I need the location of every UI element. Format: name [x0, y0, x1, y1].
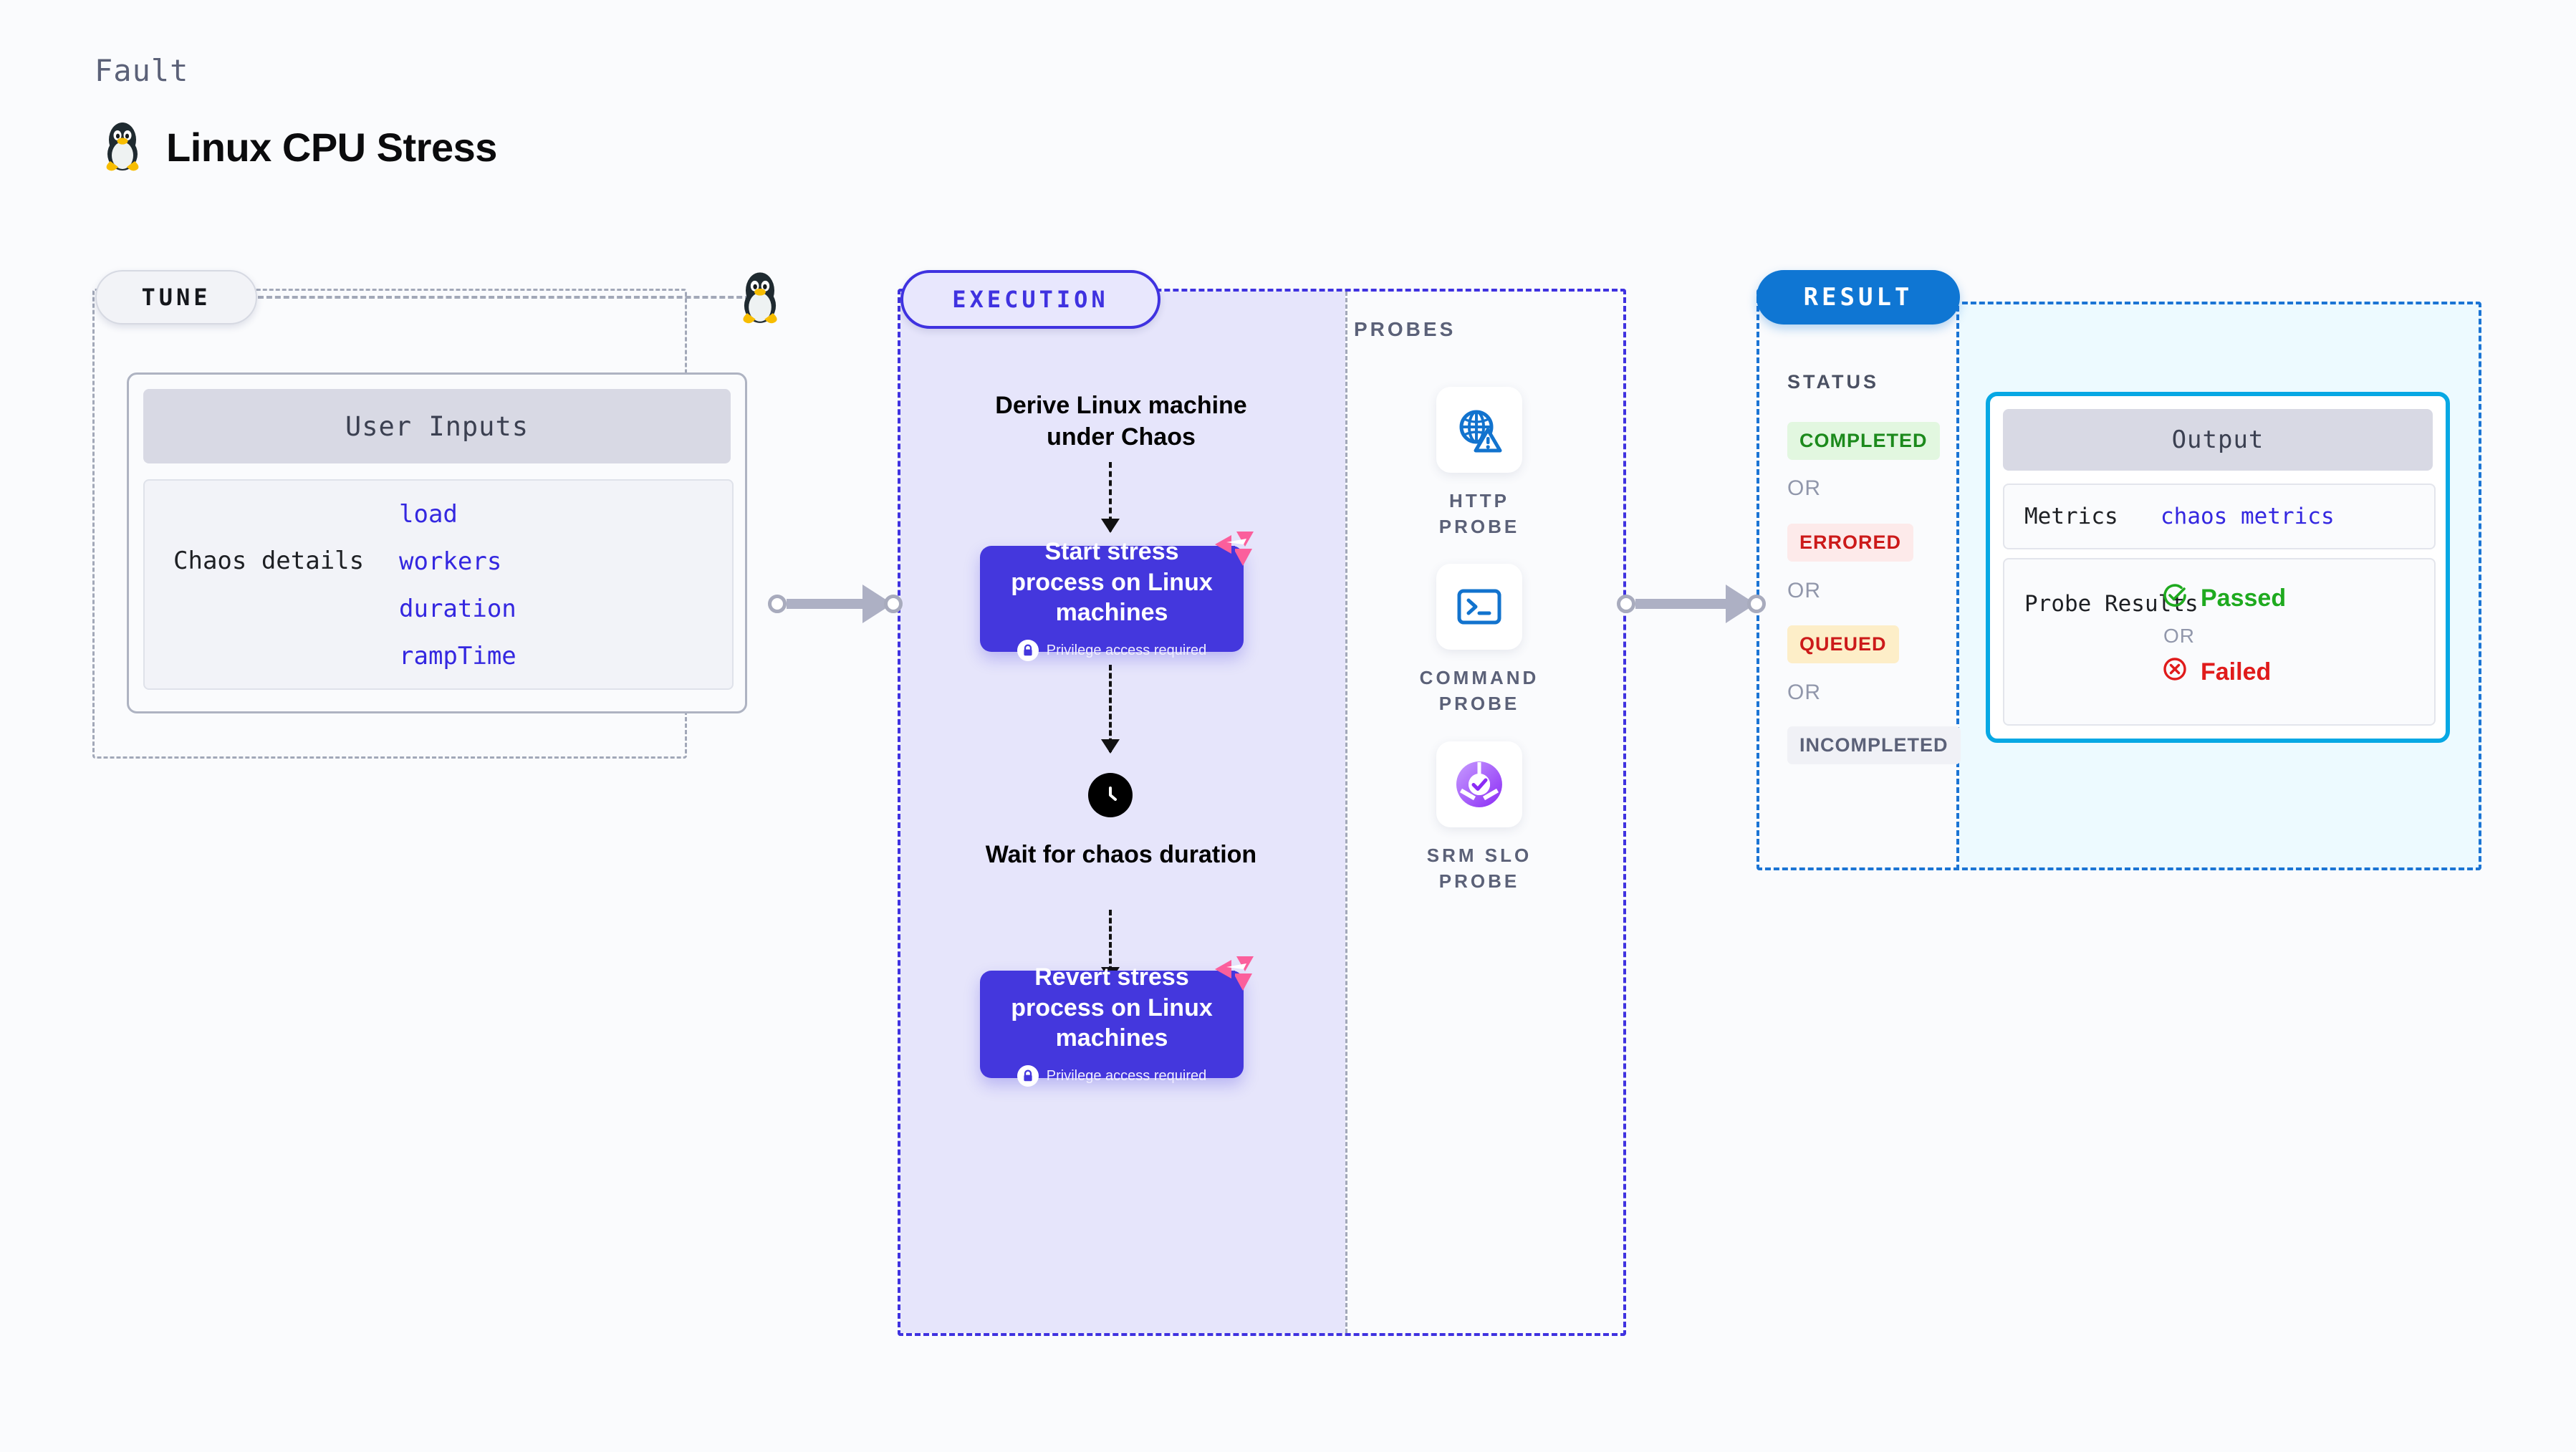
linux-penguin-icon	[736, 268, 784, 325]
passed-label: Passed	[2201, 585, 2287, 612]
page-title-row: Linux CPU Stress	[100, 118, 497, 176]
user-inputs-card: User Inputs Chaos details load workers d…	[127, 372, 747, 713]
output-card: Output Metrics chaos metrics Probe Resul…	[1986, 392, 2450, 743]
execution-step-wait-label: Wait for chaos duration	[985, 841, 1257, 868]
privilege-note: Privilege access required	[1017, 640, 1207, 662]
probe-label: HTTP PROBE	[1438, 490, 1520, 537]
failed-label: Failed	[2201, 658, 2272, 686]
metrics-row: Metrics chaos metrics	[2003, 484, 2436, 549]
lock-icon	[1017, 1065, 1039, 1087]
chaos-details-box: Chaos details load workers duration ramp…	[143, 479, 734, 690]
status-badge-errored: ERRORED	[1787, 524, 1914, 562]
execution-task-revert-stress[interactable]: Revert stress process on Linux machines …	[980, 956, 1254, 1087]
status-badge-queued: QUEUED	[1787, 625, 1899, 663]
tune-stage-pill[interactable]: TUNE	[95, 270, 257, 324]
connector-tune-to-execution	[768, 585, 903, 623]
connector-line	[1635, 599, 1727, 609]
probe-label: SRM SLO PROBE	[1426, 845, 1532, 892]
result-status-panel	[1756, 289, 1959, 870]
connector-probes-to-result	[1617, 585, 1766, 623]
probe-results-row: Probe Results Passed OR	[2003, 558, 2436, 726]
status-or-2: OR	[1787, 579, 1821, 602]
privilege-note-text: Privilege access required	[1046, 642, 1207, 658]
user-inputs-header: User Inputs	[143, 389, 731, 463]
x-circle-icon	[2161, 655, 2189, 690]
probe-label: COMMAND PROBE	[1419, 667, 1539, 714]
chaos-fault-icon	[1212, 530, 1256, 570]
connector-dot	[884, 595, 903, 613]
terminal-icon	[1436, 564, 1522, 650]
probe-http[interactable]: HTTP PROBE	[1415, 387, 1544, 540]
chaos-details-label: Chaos details	[173, 547, 365, 575]
lock-icon	[1017, 640, 1039, 662]
connector-dot	[768, 595, 787, 613]
chaos-details-param-list: load workers duration rampTime	[399, 502, 516, 691]
probe-srm-slo[interactable]: SRM SLO PROBE	[1415, 741, 1544, 895]
privilege-note: Privilege access required	[1017, 1065, 1206, 1087]
chaos-fault-icon	[1212, 955, 1256, 995]
check-circle-icon	[2161, 581, 2189, 616]
metrics-label: Metrics	[2024, 504, 2118, 529]
slo-check-icon	[1436, 741, 1522, 827]
page-title: Linux CPU Stress	[166, 125, 497, 170]
execution-probes-divider	[1345, 292, 1347, 1333]
param-load[interactable]: load	[399, 500, 458, 529]
probe-results-values: Passed OR Failed	[2161, 581, 2286, 690]
execution-stage-pill[interactable]: EXECUTION	[900, 270, 1160, 329]
probes-section-label: PROBES	[1354, 318, 1456, 340]
globe-warning-icon	[1436, 387, 1522, 473]
flow-arrow-1	[1101, 462, 1120, 533]
tune-connector-dashed-line	[258, 296, 759, 299]
probe-result-or: OR	[2163, 625, 2195, 647]
connector-dot	[1747, 595, 1766, 613]
result-stage-pill[interactable]: RESULT	[1756, 270, 1960, 324]
flow-arrow-2	[1101, 665, 1120, 754]
status-section-label: STATUS	[1787, 371, 1879, 393]
output-title: Output	[2171, 425, 2264, 454]
clock-icon	[1088, 773, 1133, 817]
connector-line	[787, 599, 864, 609]
execution-task-start-stress[interactable]: Start stress process on Linux machines P…	[980, 532, 1254, 662]
status-or-3: OR	[1787, 681, 1821, 704]
connector-dot	[1617, 595, 1635, 613]
metrics-value[interactable]: chaos metrics	[2161, 504, 2335, 529]
param-workers[interactable]: workers	[399, 547, 502, 576]
output-header: Output	[2003, 409, 2433, 471]
probe-result-passed: Passed	[2161, 581, 2286, 616]
status-badge-completed: COMPLETED	[1787, 422, 1940, 460]
task-title: Revert stress process on Linux machines	[1011, 963, 1213, 1052]
probe-command[interactable]: COMMAND PROBE	[1415, 564, 1544, 717]
param-ramptime[interactable]: rampTime	[399, 642, 516, 670]
status-or-1: OR	[1787, 476, 1821, 500]
user-inputs-title: User Inputs	[345, 410, 529, 442]
page-kicker: Fault	[95, 53, 189, 88]
execution-step-derive-label: Derive Linux machine under Chaos	[995, 392, 1247, 451]
probe-result-failed: Failed	[2161, 655, 2286, 690]
status-badge-incompleted: INCOMPLETED	[1787, 726, 1961, 764]
task-title: Start stress process on Linux machines	[1011, 537, 1213, 627]
param-duration[interactable]: duration	[399, 595, 516, 623]
privilege-note-text: Privilege access required	[1046, 1067, 1207, 1084]
linux-penguin-icon	[100, 118, 145, 176]
